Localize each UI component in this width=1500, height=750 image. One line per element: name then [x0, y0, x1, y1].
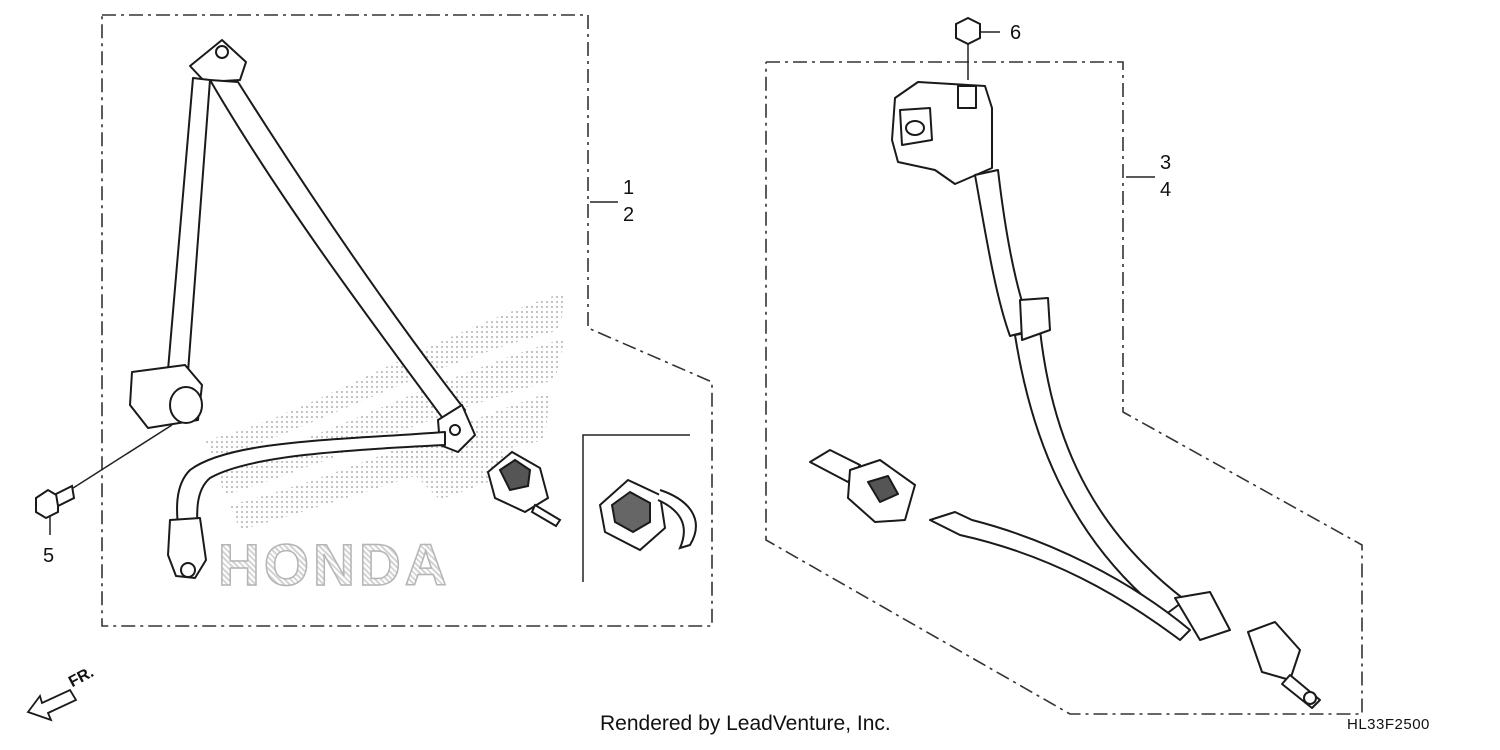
honda-watermark-text: HONDA	[217, 532, 451, 599]
nut-icon	[955, 16, 981, 46]
callout-2: 2	[623, 204, 635, 226]
callout-1: 1	[623, 177, 635, 199]
buckle-left	[486, 450, 562, 528]
callout-5: 5	[43, 545, 55, 567]
belt-clip-inset	[598, 478, 697, 552]
credit-text: Rendered by LeadVenture, Inc.	[600, 712, 891, 735]
bolt-icon	[35, 484, 76, 520]
front-direction-arrow-icon	[26, 688, 78, 722]
left-group-boundary	[101, 14, 713, 627]
callout-4: 4	[1160, 179, 1172, 201]
front-seat-belt	[129, 39, 476, 579]
inset-frame	[582, 434, 690, 582]
right-group-boundary	[765, 61, 1363, 715]
callout-6: 6	[1010, 22, 1022, 44]
rear-seat-belt	[809, 81, 1321, 709]
diagram-code: HL33F2500	[1347, 716, 1430, 733]
callout-3: 3	[1160, 152, 1172, 174]
